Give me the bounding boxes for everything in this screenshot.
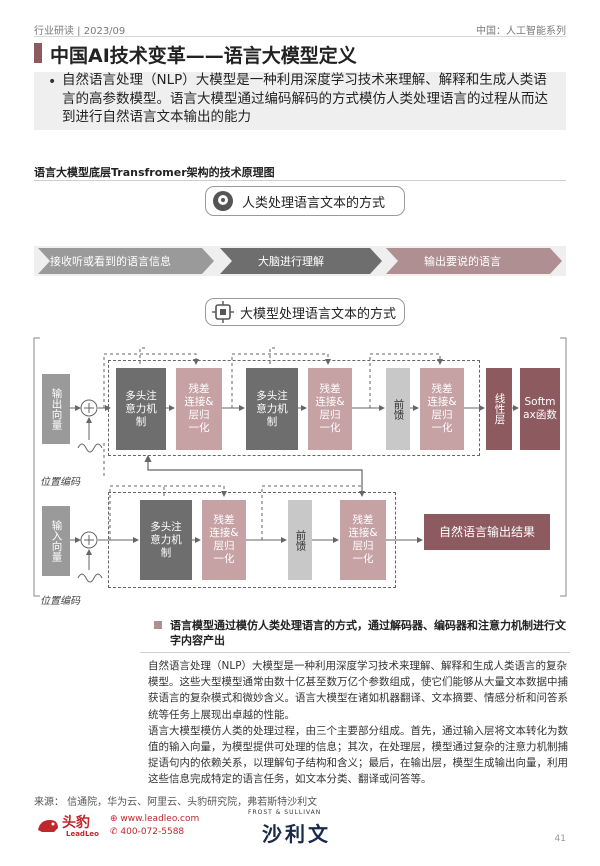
human-step-1: 接收听或看到的语言信息: [50, 255, 171, 268]
title-accent-bar: [34, 43, 42, 63]
diagram-title-divider: [34, 180, 566, 181]
robot-chip-icon: [212, 301, 234, 323]
header-right: 中国：人工智能系列: [476, 26, 566, 37]
figure-caption: 语言模型通过模仿人类处理语言的方式，通过解码器、编码器和注意力机制进行文字内容产…: [170, 619, 566, 647]
encoder-addnorm-1: 残差连接&层归一化: [202, 500, 246, 580]
decoder-positional-encoding-label: 位置编码: [40, 477, 80, 488]
decoder-input-vector: 输出向量: [42, 374, 70, 444]
summary-text: 自然语言处理（NLP）大模型是一种利用深度学习技术来理解、解释和生成人类语言的高…: [62, 72, 548, 125]
decoder-addnorm-2: 残差连接&层归一化: [308, 368, 352, 450]
body-paragraph-2: 语言大模型模仿人类的处理过程，由三个主要部分组成。首先，通过输入层将文本转化为数…: [148, 724, 568, 786]
encoder-block: [108, 492, 396, 588]
page-number: 41: [554, 834, 566, 844]
frost-sullivan-cn: 沙利文: [262, 822, 331, 846]
decoder-addnorm-1: 残差连接&层归一化: [176, 368, 222, 450]
caption-divider: [140, 652, 570, 653]
contact-info: ⊕ www.leadleo.com ✆ 400-072-5588: [110, 813, 199, 839]
source-note: 来源： 信通院，华为云、阿里云、头豹研究院，弗若斯特沙利文: [34, 797, 318, 808]
summary-bullet: •: [48, 74, 57, 90]
body-text: 自然语言处理（NLP）大模型是一种利用深度学习技术来理解、解释和生成人类语言的复…: [148, 658, 568, 788]
model-section-label: 大模型处理语言文本的方式: [240, 307, 397, 322]
website-link[interactable]: ⊕ www.leadleo.com: [110, 814, 200, 824]
page-title: 中国AI技术变革——语言大模型定义: [50, 45, 357, 67]
summary-box: [34, 72, 566, 130]
caption-marker: [154, 621, 162, 629]
decoder-addnorm-3: 残差连接&层归一化: [420, 368, 464, 450]
human-section-label: 人类处理语言文本的方式: [242, 196, 386, 211]
encoder-input-vector: 输入向量: [42, 506, 70, 576]
encoder-addnorm-2: 残差连接&层归一化: [340, 500, 386, 580]
header-divider: [34, 36, 566, 37]
human-step-3: 输出要说的语言: [424, 255, 501, 268]
human-step-2: 大脑进行理解: [258, 255, 324, 268]
brand-name-en: LeadLeo: [66, 830, 99, 838]
frost-sullivan-en: FROST & SULLIVAN: [248, 809, 322, 816]
softmax-function: Softmax函数: [520, 368, 560, 450]
decoder-attention-1: 多头注意力机制: [116, 368, 166, 450]
header-left: 行业研读 | 2023/09: [34, 26, 126, 37]
decoder-block: [108, 360, 480, 456]
phone-icon: ✆: [110, 827, 121, 837]
human-section-pill: [205, 186, 405, 216]
output-result-box: 自然语言输出结果: [424, 514, 550, 550]
leopard-logo-icon: [38, 820, 58, 832]
encoder-attention: 多头注意力机制: [140, 500, 192, 580]
encoder-feedforward: 前馈: [288, 500, 312, 580]
brand-name-cn: 头豹: [62, 815, 90, 831]
encoder-positional-encoding-label: 位置编码: [40, 596, 80, 607]
diagram-title: 语言大模型底层Transfromer架构的技术原理图: [34, 166, 275, 179]
body-paragraph-1: 自然语言处理（NLP）大模型是一种利用深度学习技术来理解、解释和生成人类语言的复…: [148, 660, 568, 721]
head-brain-icon: [213, 191, 233, 211]
decoder-feedforward: 前馈: [386, 368, 410, 450]
phone-number: ✆ 400-072-5588: [110, 827, 185, 837]
globe-icon: ⊕: [110, 814, 121, 824]
decoder-attention-2: 多头注意力机制: [246, 368, 298, 450]
linear-layer: 线性层: [486, 368, 512, 450]
model-section-pill: [205, 298, 405, 326]
human-steps-arrows: [38, 248, 562, 274]
